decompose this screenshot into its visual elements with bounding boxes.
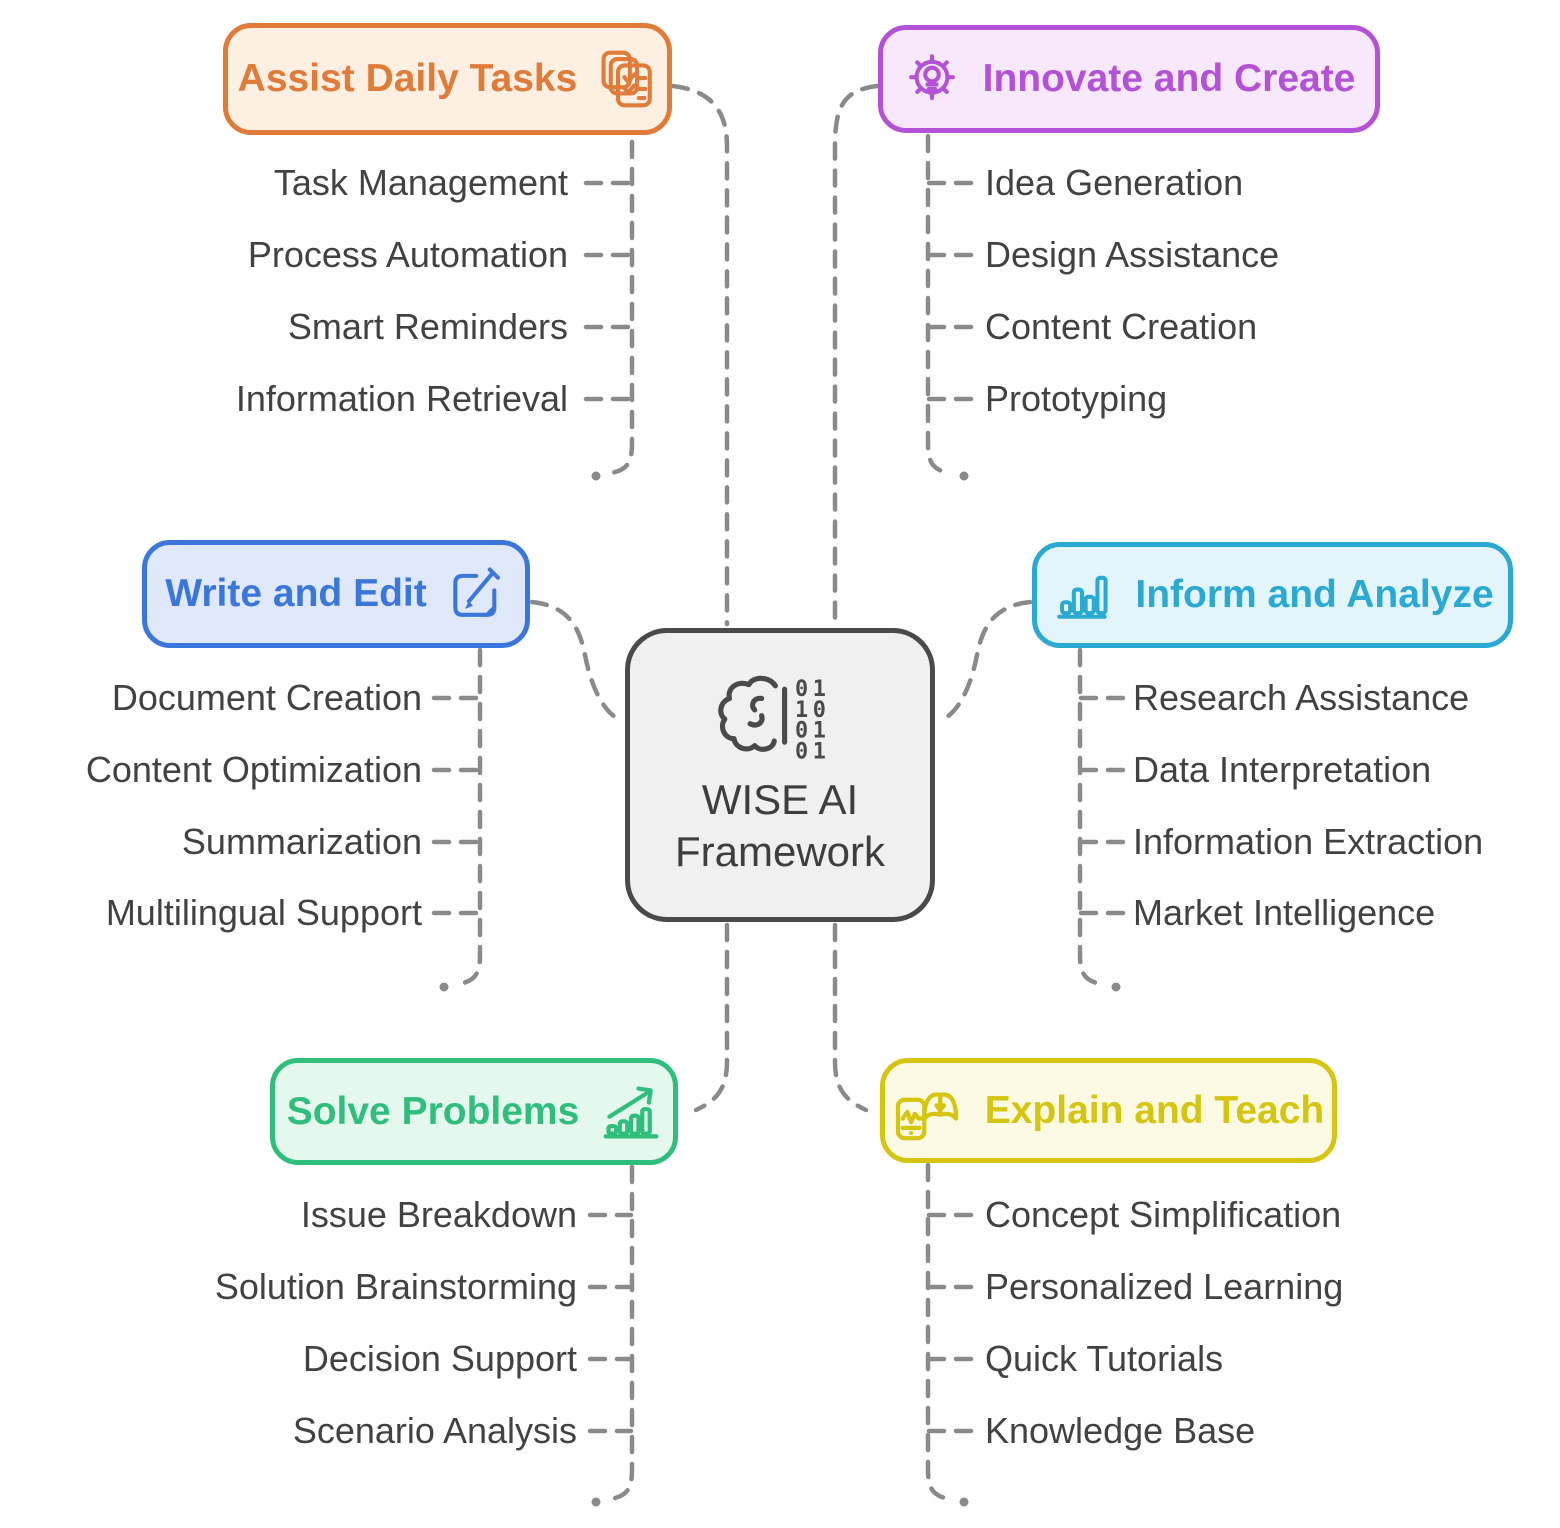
- growth-chart-icon: [603, 1085, 659, 1138]
- branch-item: Data Interpretation: [1133, 749, 1432, 790]
- gear-lightbulb-icon: [908, 54, 955, 101]
- branch-item: Process Automation: [247, 234, 568, 275]
- binary-row: 01: [795, 677, 831, 702]
- branch-item: Knowledge Base: [985, 1410, 1256, 1451]
- branch-item: Design Assistance: [985, 234, 1280, 275]
- bar-chart-icon: [1057, 575, 1108, 619]
- branch-box-inform-and-analyze: Inform and Analyze: [1032, 542, 1513, 648]
- pen-document-icon: [453, 567, 500, 617]
- branch-label: Inform and Analyze: [1135, 573, 1494, 616]
- branch-item: Scenario Analysis: [292, 1410, 577, 1451]
- branch-item: Content Creation: [985, 306, 1258, 347]
- branch-box-assist-daily-tasks: Assist Daily Tasks: [223, 23, 672, 135]
- branch-item: Content Optimization: [85, 749, 422, 790]
- branch-item: Multilingual Support: [105, 892, 422, 933]
- binary-row: 10: [795, 698, 831, 723]
- branch-item: Prototyping: [985, 378, 1168, 419]
- branch-label: Write and Edit: [165, 572, 427, 615]
- branch-item: Decision Support: [302, 1338, 577, 1379]
- branch-box-innovate-and-create: Innovate and Create: [878, 25, 1380, 133]
- branch-item: Market Intelligence: [1133, 892, 1436, 933]
- branch-item: Task Management: [273, 162, 568, 203]
- item-dash-connectors: [431, 180, 1129, 1434]
- branch-item: Quick Tutorials: [985, 1338, 1224, 1379]
- binary-row: 01: [795, 739, 831, 764]
- center-node: 01 10 01 01 WISE AI Framework: [625, 628, 935, 922]
- branch-label: Solve Problems: [286, 1089, 580, 1133]
- branch-label: Innovate and Create: [982, 57, 1356, 100]
- branch-item: Information Extraction: [1133, 821, 1484, 862]
- branch-item: Information Retrieval: [235, 378, 568, 419]
- branch-item: Summarization: [181, 821, 422, 862]
- branch-item: Research Assistance: [1133, 677, 1470, 718]
- branch-label: Explain and Teach: [984, 1088, 1325, 1132]
- brain-binary-icon: 01 10 01 01: [718, 675, 831, 764]
- branch-item: Solution Brainstorming: [214, 1266, 577, 1307]
- branch-item: Idea Generation: [985, 162, 1244, 203]
- item-spines: [439, 133, 1121, 1507]
- branch-box-explain-and-teach: Explain and Teach: [880, 1058, 1337, 1163]
- branch-box-solve-problems: Solve Problems: [270, 1058, 678, 1165]
- phone-book-icon: [895, 1091, 958, 1140]
- branch-box-write-and-edit: Write and Edit: [142, 540, 530, 648]
- branch-item: Document Creation: [111, 677, 422, 718]
- binary-row: 01: [795, 719, 831, 744]
- center-title-line1: WISE AI: [701, 776, 859, 823]
- branch-item: Concept Simplification: [985, 1194, 1342, 1235]
- branch-item: Personalized Learning: [985, 1266, 1344, 1307]
- branch-label: Assist Daily Tasks: [237, 57, 578, 100]
- branch-to-center-connectors: [529, 83, 1033, 1113]
- branch-item: Issue Breakdown: [300, 1194, 577, 1235]
- center-title-line2: Framework: [674, 828, 886, 875]
- branch-item: Smart Reminders: [287, 306, 568, 347]
- tasks-checklist-icon: [601, 50, 653, 108]
